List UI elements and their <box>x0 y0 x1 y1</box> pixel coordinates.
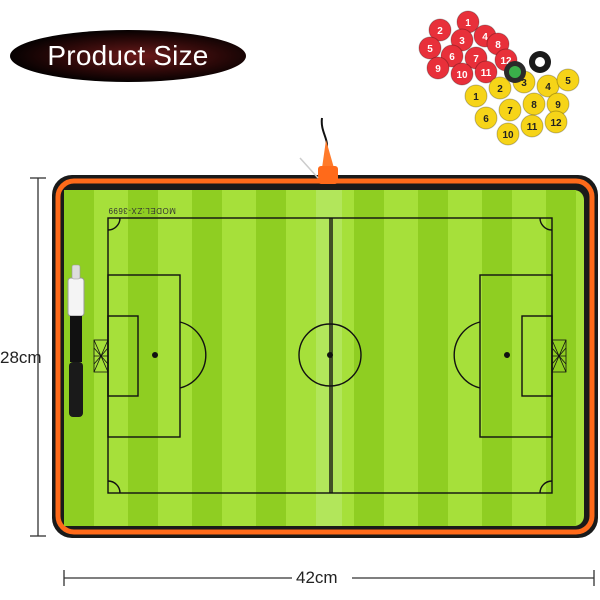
red-counter: 11 <box>474 60 498 84</box>
counter-number: 3 <box>521 78 527 89</box>
red-counter: 10 <box>450 62 474 86</box>
counter-number: 5 <box>565 76 571 87</box>
marker-pen-icon <box>67 264 85 417</box>
referee-token-icon <box>504 61 526 83</box>
pitch <box>64 190 584 526</box>
counter-number: 11 <box>527 122 538 133</box>
counter-number: 4 <box>545 82 551 93</box>
red-counter: 5 <box>418 36 442 60</box>
yellow-counter: 2 <box>488 76 512 100</box>
height-label: 28cm <box>0 348 42 367</box>
counter-number: 4 <box>482 32 488 43</box>
counter-number: 6 <box>449 52 455 63</box>
counter-number: 8 <box>531 100 537 111</box>
right-penalty-spot <box>504 352 510 358</box>
yellow-counter: 6 <box>474 106 498 130</box>
yellow-counter: 9 <box>546 92 570 116</box>
red-counter: 3 <box>450 28 474 52</box>
red-counter: 1 <box>456 10 480 34</box>
yellow-counter: 7 <box>498 98 522 122</box>
counter-number: 5 <box>427 44 433 55</box>
zipper-pull-icon <box>299 117 338 184</box>
counter-number: 1 <box>473 92 479 103</box>
counter-number: 8 <box>495 40 501 51</box>
model-label: MODEL:ZX-3699 <box>108 206 176 215</box>
counter-number: 9 <box>555 100 561 111</box>
ball-token-icon <box>529 51 551 73</box>
yellow-counter: 11 <box>520 114 544 138</box>
width-label: 42cm <box>296 568 338 587</box>
counter-number: 10 <box>502 130 514 141</box>
counter-number: 7 <box>507 106 513 117</box>
counter-number: 3 <box>459 36 465 47</box>
yellow-counter: 10 <box>496 122 520 146</box>
counter-number: 11 <box>481 68 492 79</box>
counter-number: 9 <box>435 64 441 75</box>
page-title: Product Size <box>47 40 209 71</box>
yellow-counter: 8 <box>522 92 546 116</box>
counter-number: 10 <box>456 70 468 81</box>
counter-number: 7 <box>473 54 479 65</box>
counter-number: 12 <box>500 56 512 67</box>
yellow-counter: 12 <box>544 110 568 134</box>
center-spot <box>327 352 333 358</box>
counter-number: 2 <box>497 84 503 95</box>
counter-number: 12 <box>550 118 562 129</box>
width-dimension-line <box>63 570 595 586</box>
counter-number: 2 <box>437 26 443 37</box>
red-counter: 2 <box>428 18 452 42</box>
right-goal-net <box>551 339 567 373</box>
left-penalty-spot <box>152 352 158 358</box>
counter-number: 1 <box>465 18 471 29</box>
yellow-counter: 1 <box>464 84 488 108</box>
left-goal-net <box>93 339 109 373</box>
product-size-badge: Product Size <box>10 30 246 82</box>
yellow-counter: 5 <box>556 68 580 92</box>
red-counter: 9 <box>426 56 450 80</box>
height-dimension-line <box>30 177 46 537</box>
counter-number: 6 <box>483 114 489 125</box>
